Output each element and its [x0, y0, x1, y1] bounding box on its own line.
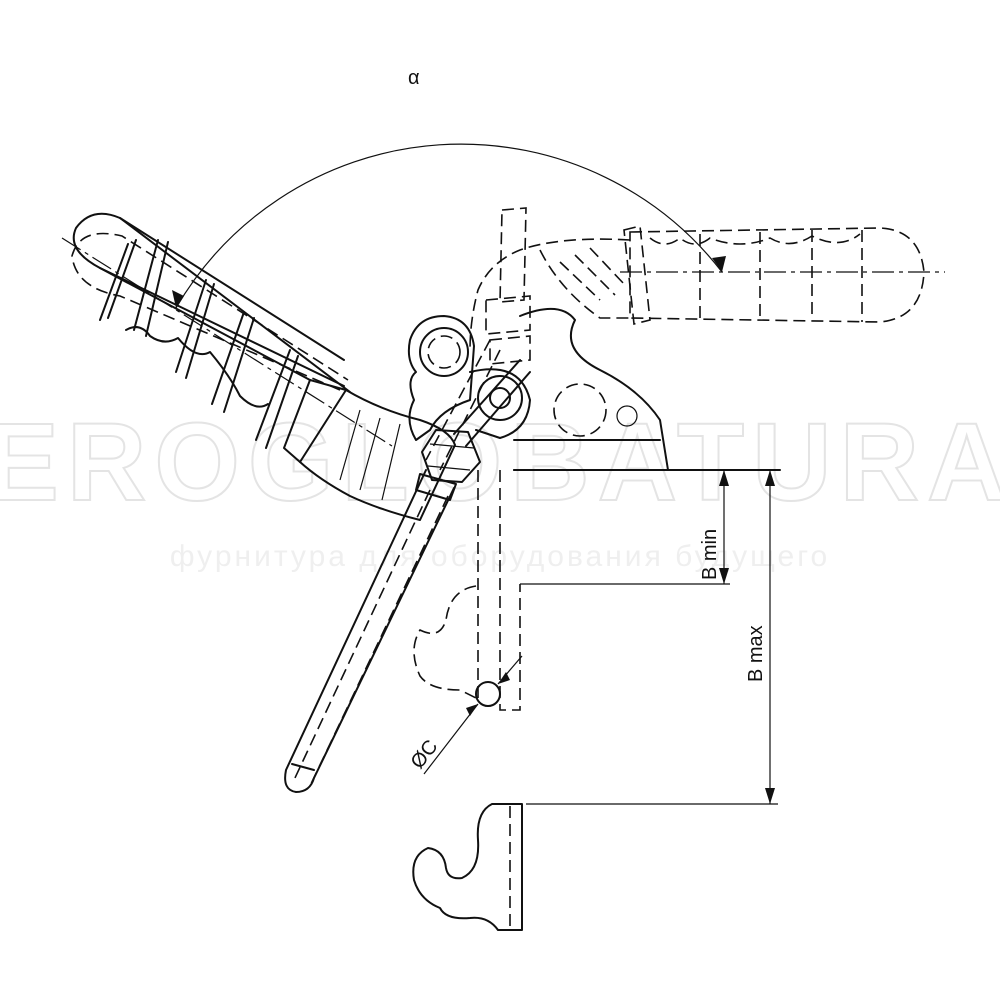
bracket-outline: [513, 308, 669, 471]
spindle-closed-position: [425, 339, 501, 471]
dimension-b-min: B min: [520, 470, 730, 585]
workpiece-min: [413, 585, 501, 707]
grip-open-tip: [72, 212, 351, 393]
hook-outline: [412, 803, 523, 931]
dimension-diameter-c: ØC: [407, 655, 523, 775]
grip-closed-outline: [629, 227, 925, 323]
plunger-body: [477, 207, 531, 711]
lever-arm-open: [299, 389, 456, 521]
main-pivot-outer: [477, 375, 523, 421]
handle-closed-position: [469, 225, 945, 351]
spindle-nut-upper: [421, 429, 481, 483]
mount-hole: [616, 405, 638, 427]
b-max-label: B max: [745, 625, 767, 682]
angle-label: α: [408, 67, 420, 89]
handle-open-position: [61, 212, 456, 521]
grip-rings: [99, 239, 299, 449]
angle-arrowhead-right: [712, 256, 726, 272]
angle-arc: [175, 143, 723, 309]
base-bracket: [513, 308, 781, 471]
diameter-c-circle: [475, 681, 501, 707]
spindle-nut-lower: [415, 473, 457, 501]
diameter-c-label: ØC: [407, 736, 443, 773]
closed-lever-body: [469, 238, 631, 351]
link-plate: [407, 315, 475, 441]
link-upper-hole: [419, 327, 469, 377]
dimension-b-max: B max: [526, 470, 778, 805]
spindle: [284, 429, 481, 793]
b-min-label: B min: [699, 529, 721, 580]
watermark-tagline: фурнитура для оборудования будущего: [170, 540, 830, 573]
angle-dimension: α: [172, 67, 726, 309]
workpiece-max: [412, 803, 523, 931]
open-centerline: [61, 237, 393, 447]
pivot-hole-dashed: [553, 383, 607, 437]
upper-nut-dashed: [485, 295, 531, 335]
